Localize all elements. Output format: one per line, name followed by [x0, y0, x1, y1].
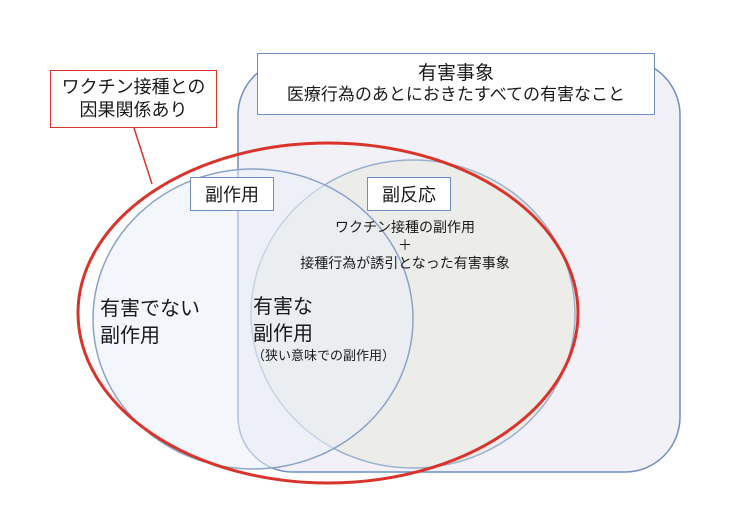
- adverse-events-label-box: 有害事象 医療行為のあとにおきたすべての有害なこと: [257, 53, 655, 115]
- side-effect-label: 副作用: [205, 185, 259, 206]
- adverse-events-description: 医療行為のあとにおきたすべての有害なこと: [286, 85, 626, 106]
- causal-relationship-label-box: ワクチン接種との 因果関係あり: [50, 70, 217, 128]
- not-harmful-line2: 副作用: [100, 323, 160, 347]
- causal-relationship-ellipse: [76, 141, 580, 485]
- causal-relationship-line1: ワクチン接種との: [61, 76, 206, 98]
- adverse-reaction-desc-line1: ワクチン接種の副作用: [335, 220, 475, 236]
- adverse-reaction-label-box: 副反応: [367, 177, 451, 211]
- not-harmful-line1: 有害でない: [100, 296, 200, 320]
- causal-relationship-line2: 因果関係あり: [79, 100, 188, 121]
- harmful-side-effect-text: 有害な 副作用: [253, 293, 313, 347]
- harmful-line2: 副作用: [253, 321, 313, 345]
- adverse-reaction-description: ワクチン接種の副作用 ＋ 接種行為が誘引となった有害事象: [270, 219, 540, 274]
- harmful-side-effect-note: （狭い意味での副作用）: [252, 349, 396, 364]
- side-effect-label-box: 副作用: [190, 177, 274, 211]
- causal-connector-line: [133, 127, 153, 185]
- adverse-reaction-plus: ＋: [398, 238, 412, 255]
- not-harmful-side-effect-text: 有害でない 副作用: [100, 295, 200, 349]
- adverse-reaction-label: 副反応: [382, 185, 436, 206]
- adverse-reaction-desc-line2: 接種行為が誘引となった有害事象: [300, 256, 510, 273]
- adverse-events-title: 有害事象: [417, 61, 494, 84]
- harmful-line1: 有害な: [253, 294, 313, 318]
- side-effect-circle: [92, 168, 414, 470]
